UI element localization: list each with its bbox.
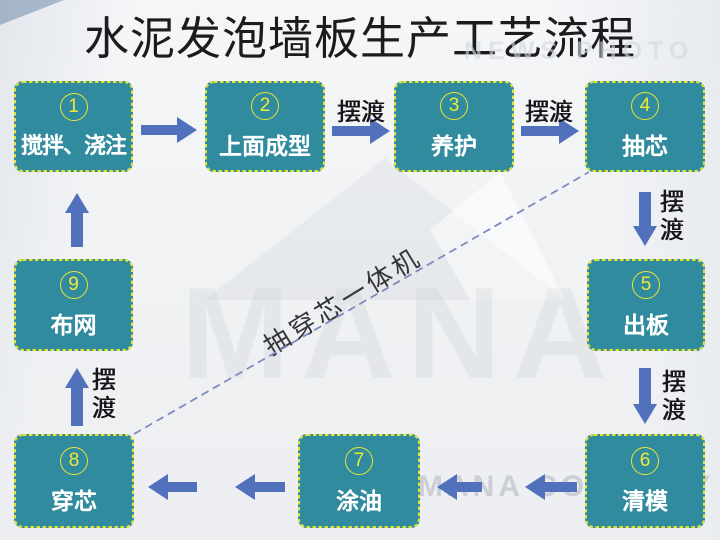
arrow-3-4 [521,118,579,144]
step-box-5: 5 出板 [587,259,705,351]
mana-watermark-text: MANA [181,260,619,406]
step-number-6: 6 [631,446,659,475]
step-label-4: 抽芯 [622,133,668,159]
arrow-4-5 [633,192,657,246]
arrow-1-2 [141,117,197,143]
step-number-7: 7 [345,446,373,475]
step-number-9: 9 [59,270,88,299]
diagonal-dashed-connector [133,171,590,435]
step-box-2: 2 上面成型 [205,81,325,172]
arrow-8-9 [65,368,89,426]
step-box-6: 6 清模 [585,434,705,528]
step-label-1: 搅拌、浇注 [20,133,127,158]
news-photo-watermark: NEWS PHOTO [464,37,695,65]
step-label-8: 穿芯 [51,487,97,514]
step-box-7: 7 涂油 [298,434,420,528]
arrow-9-1 [65,193,89,247]
step-box-8: 8 穿芯 [14,434,134,528]
step-number-3: 3 [440,92,468,120]
transfer-label-4-5: 摆渡 [660,189,684,244]
arrow-7-8-b [148,474,197,500]
step-number-2: 2 [251,92,279,120]
step-number-5: 5 [632,270,660,299]
arrow-5-6 [633,368,657,424]
arrow-7-8-a [235,474,285,500]
step-box-4: 4 抽芯 [585,81,705,172]
transfer-label-5-6: 摆渡 [662,369,686,424]
step-box-1: 1 搅拌、浇注 [14,81,133,172]
step-box-9: 9 布网 [14,259,133,351]
step-label-9: 布网 [50,311,97,338]
step-number-8: 8 [60,446,88,475]
arrow-6-7-b [437,474,482,500]
step-number-4: 4 [631,92,659,120]
corner-decoration [0,0,64,25]
transfer-label-2-3: 摆渡 [337,99,385,126]
step-box-3: 3 养护 [394,81,514,172]
arrow-6-7-a [525,474,577,500]
step-label-3: 养护 [431,133,477,159]
step-label-7: 涂油 [336,487,382,514]
transfer-label-3-4: 摆渡 [525,99,573,126]
step-label-5: 出板 [623,311,669,338]
step-label-6: 清模 [622,487,668,514]
page-title: 水泥发泡墙板生产工艺流程 [83,13,636,64]
step-label-2: 上面成型 [219,133,311,159]
step-number-1: 1 [59,93,88,121]
arrow-2-3 [332,118,390,144]
transfer-label-8-9: 摆渡 [92,367,116,422]
